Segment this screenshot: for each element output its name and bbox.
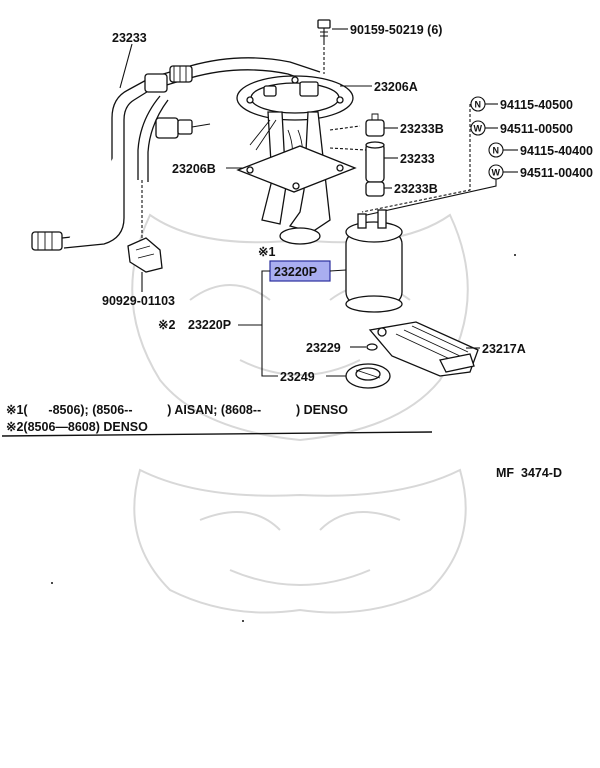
hose-connector — [155, 117, 211, 139]
small-hose-23233 — [365, 141, 385, 183]
label-23233B-top: 23233B — [400, 122, 444, 136]
leader-23220P-highlight — [329, 269, 347, 272]
note-1: ※1( -8506); (8506-- ) AISAN; (8608-- ) D… — [6, 403, 348, 417]
label-94511-00400: 94511-00400 — [520, 166, 593, 180]
nut-washer-group: N W N W — [361, 96, 518, 217]
plate-23206A — [236, 75, 354, 121]
stray-dot — [242, 620, 244, 622]
stray-dot — [51, 582, 53, 584]
note-divider — [1, 431, 433, 437]
label-23206B: 23206B — [172, 162, 216, 176]
figure-code: MF 3474-D — [496, 466, 562, 480]
svg-text:N: N — [475, 100, 482, 110]
stray-dot — [514, 254, 516, 256]
clamp-23233B-bottom — [365, 181, 385, 197]
label-23249: 23249 — [280, 370, 315, 384]
note-2: ※2(8506—8608) DENSO — [6, 420, 148, 434]
label-23217A: 23217A — [482, 342, 526, 356]
filter-23217A — [368, 321, 479, 377]
clip-90929 — [127, 237, 163, 273]
mark-2: ※2 — [158, 318, 175, 332]
label-90159: 90159-50219 (6) — [350, 23, 442, 37]
label-90929-01103: 90929-01103 — [102, 294, 175, 308]
label-94511-00500: 94511-00500 — [500, 122, 573, 136]
part-23229 — [366, 343, 378, 351]
bolt-90159 — [317, 19, 331, 74]
label-23233B-bottom: 23233B — [394, 182, 438, 196]
part-23249 — [345, 363, 391, 389]
svg-text:W: W — [474, 124, 483, 134]
bracket-23206B — [236, 145, 357, 193]
label-23233-hose: 23233 — [112, 31, 147, 45]
label-23220P-assy: 23220P — [188, 318, 231, 332]
leader-23233 — [119, 43, 133, 89]
svg-text:N: N — [493, 146, 500, 156]
mark-1: ※1 — [258, 245, 275, 259]
label-94115-40500: 94115-40500 — [500, 98, 573, 112]
label-94115-40400: 94115-40400 — [520, 144, 593, 158]
assy-bracket-line — [261, 270, 278, 377]
svg-text:W: W — [492, 168, 501, 178]
fuel-pump-23220P — [345, 209, 403, 313]
label-23206A: 23206A — [374, 80, 418, 94]
label-23233-small: 23233 — [400, 152, 435, 166]
clamp-23233B-top — [365, 113, 385, 137]
label-23220P-highlight[interactable]: 23220P — [274, 265, 317, 279]
label-23229: 23229 — [306, 341, 341, 355]
